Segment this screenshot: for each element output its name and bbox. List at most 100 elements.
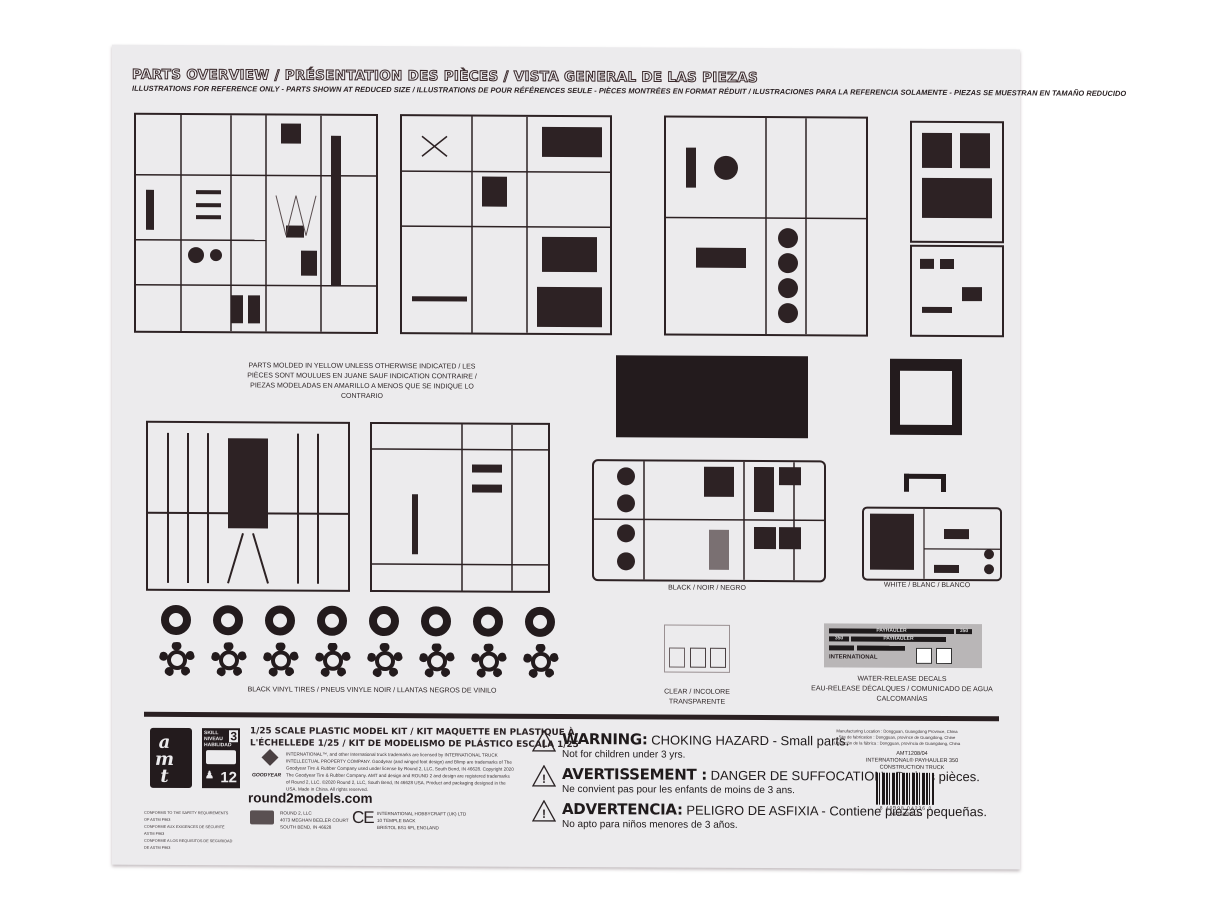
skill-label-es: HABILIDAD (204, 742, 232, 749)
clear-window-icon (690, 647, 706, 668)
decal-stripe (829, 645, 854, 651)
tire-icon (265, 605, 295, 636)
svg-text:!: ! (542, 772, 546, 786)
sprue-tree-d (910, 120, 1004, 244)
tire-icon (317, 605, 347, 636)
svg-text:!: ! (542, 737, 546, 751)
uk-address: INTERNATIONAL HOBBYCRAFT (UK) LTD 10 TEM… (377, 810, 466, 831)
warning-subtext: No apto para niños menores de 3 años. (562, 818, 738, 831)
sprue-illustration-icon (870, 508, 1000, 579)
amt-logo-text: amt (154, 731, 175, 783)
warning-subtext: Not for children under 3 yrs. (562, 748, 686, 761)
tire-icon (473, 606, 503, 637)
goodyear-wordmark: GOODYEAR (252, 772, 282, 779)
scale-line-2: L'ÉCHELLEDE 1/25 / KIT DE MODELISMO DE P… (250, 738, 579, 751)
scale-line-1: 1/25 SCALE PLASTIC MODEL KIT / KIT MAQUE… (250, 726, 575, 739)
astm-line-es: CONFORME A LOS REQUISITOS DE SEGURIDAD D… (144, 838, 233, 850)
round2-logo-icon (250, 810, 274, 825)
ih-logo-icon (916, 647, 932, 664)
sprue-illustration-icon (402, 116, 610, 333)
barcode-date: 06/10/2020 A1 (889, 811, 923, 818)
sprue-tree-f (146, 420, 350, 592)
decal-international: INTERNATIONAL (829, 654, 878, 661)
ih-logo-icon (936, 647, 952, 665)
goodyear-logo-icon (261, 748, 279, 766)
tire-icon (161, 604, 191, 636)
sprue-illustration-icon (594, 461, 824, 581)
sprue-tree-white (862, 506, 1002, 582)
warning-triangle-icon: ! (532, 764, 556, 787)
tread-tire-icon (159, 641, 195, 679)
tire-icon (213, 605, 243, 636)
sprue-illustration-icon (136, 114, 376, 332)
decals-caption-2: EAU-RELEASE DÉCALQUES / COMUNICADO DE AG… (811, 685, 993, 703)
sprue-tree-c (664, 115, 868, 337)
tools-icon (206, 750, 236, 765)
website-link[interactable]: round2models.com (248, 790, 373, 806)
product-name-2: CONSTRUCTION TRUCK (879, 764, 945, 771)
sprue-illustration-icon (920, 258, 982, 314)
tire-icon (369, 605, 399, 637)
model-kit-box-back: PARTS OVERVIEW / PRÉSENTATION DES PIÈCES… (112, 44, 1126, 870)
tire-set (112, 45, 1020, 680)
ce-mark-icon: CE (352, 807, 374, 827)
decal-sheet: PAYHAULER 350 350 PAYHAULER INTERNATIONA… (824, 623, 982, 669)
yellow-parts-note: PARTS MOLDED IN YELLOW UNLESS OTHERWISE … (247, 362, 477, 401)
sprue-tree-e (910, 244, 1004, 338)
age-label: 12 (220, 769, 237, 787)
warning-label: AVERTISSEMENT : (562, 764, 707, 784)
warning-en: ! WARNING: CHOKING HAZARD - Small parts.… (532, 729, 849, 762)
skill-level-badge: SKILL NIVEAU HABILIDAD 3 ♟ 12 (202, 728, 240, 789)
warning-label: WARNING: (562, 729, 648, 749)
astm-line-en: CONFORMS TO THE SAFETY REQUIREMENTS OF A… (144, 810, 229, 822)
clear-parts-sprue (664, 624, 730, 673)
tread-tire-icon (263, 642, 299, 679)
white-windshield-illustration (904, 473, 946, 492)
sprue-illustration-icon (148, 432, 348, 584)
clear-window-icon (710, 647, 726, 668)
tread-tire-icon (419, 643, 455, 680)
sprue-illustration-icon (922, 132, 992, 219)
tread-tire-icon (367, 642, 403, 680)
clear-caption-2: TRANSPARENTE (668, 698, 726, 706)
warning-triangle-icon: ! (532, 729, 556, 752)
tread-tire-icon (315, 642, 351, 679)
warning-fr: ! AVERTISSEMENT : DANGER DE SUFFOCATION … (532, 764, 980, 797)
address-line: SOUTH BEND, IN 46628 (280, 824, 332, 830)
amt-logo: amt (150, 727, 192, 789)
address-line: BRISTOL BS1 6FL ENGLAND (377, 825, 439, 831)
decal-350-1: 350 (956, 628, 972, 635)
clear-caption-1: CLEAR / INCOLORE (664, 688, 730, 696)
sprue-illustration-icon (666, 118, 866, 335)
manufacturing-line: Ubicación de la fábrica : Dongguan, prov… (833, 740, 961, 747)
decal-payhauler-2: PAYHAULER (851, 636, 946, 642)
tread-tire-icon (471, 643, 507, 680)
skill-level: 3 (229, 729, 238, 744)
tire-icon (525, 606, 555, 637)
sprue-tree-g (370, 421, 550, 593)
tread-tire-icon (211, 642, 247, 679)
warning-es: ! ADVERTENCIA: PELIGRO DE ASFIXIA - Cont… (532, 799, 987, 832)
footer-divider (144, 711, 999, 722)
cab-frame-illustration (890, 358, 962, 436)
sprue-illustration-icon (372, 424, 548, 591)
clear-window-icon (669, 647, 685, 668)
sprue-tree-b (400, 114, 612, 336)
decal-stripe (857, 645, 905, 651)
decal-350-2: 350 (829, 635, 849, 642)
svg-text:!: ! (542, 807, 546, 821)
chassis-part-illustration (616, 355, 808, 439)
astm-compliance: CONFORMS TO THE SAFETY REQUIREMENTS OF A… (144, 810, 234, 852)
tires-caption: BLACK VINYL TIRES / PNEUS VINYLE NOIR / … (247, 686, 497, 695)
white-parts-caption: WHITE / BLANC / BLANCO (883, 581, 971, 590)
warning-head-line: WARNING: CHOKING HAZARD - Small parts. (562, 730, 849, 750)
warning-text: CHOKING HAZARD - Small parts. (651, 732, 850, 749)
barcode-icon (876, 772, 934, 805)
sprue-tree-a (134, 112, 378, 335)
manufacturing-location: Manufacturing Location : Dongguan, Guang… (832, 728, 962, 747)
parts-overview-title: PARTS OVERVIEW / PRÉSENTATION DES PIÈCES… (132, 66, 759, 87)
tread-tire-icon (523, 643, 559, 680)
black-parts-caption: BLACK / NOIR / NEGRO (668, 584, 746, 592)
warning-triangle-icon: ! (532, 799, 556, 822)
tire-icon (421, 606, 451, 637)
